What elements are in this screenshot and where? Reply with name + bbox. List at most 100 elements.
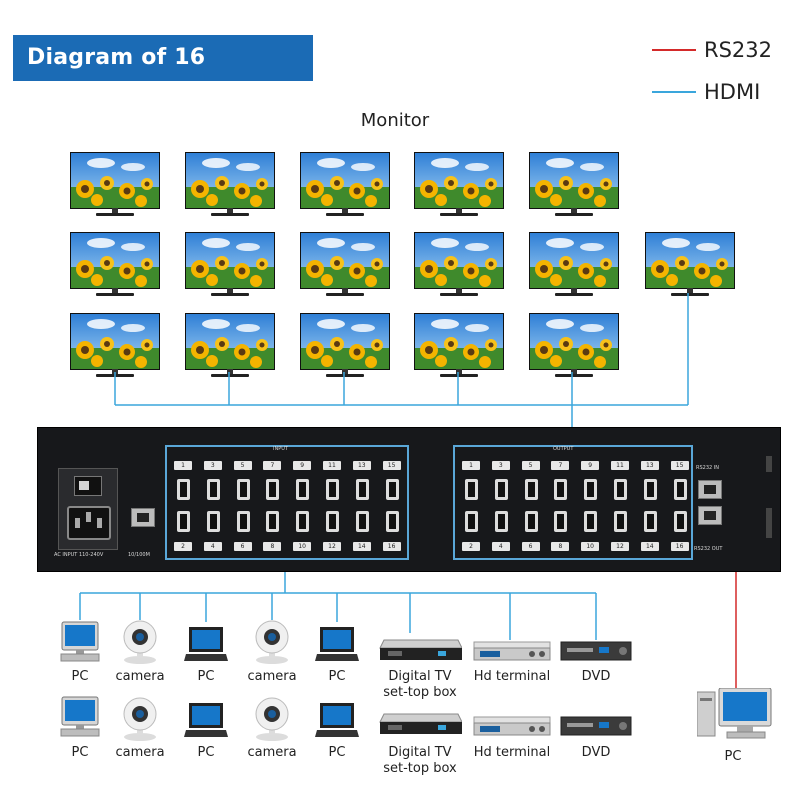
monitor-11	[645, 232, 735, 300]
camera-icon	[120, 697, 160, 746]
monitor-6	[70, 232, 160, 300]
monitor-screen	[70, 313, 160, 370]
output-port-label-3: 3	[491, 461, 510, 470]
output-hdmi-port-11[interactable]	[614, 479, 627, 500]
input-port-label-11: 11	[323, 461, 341, 470]
power-label: AC INPUT 110-240V	[54, 552, 104, 558]
monitor-screen	[185, 232, 275, 289]
hd-terminal-icon	[472, 640, 552, 669]
output-hdmi-port-16[interactable]	[673, 511, 687, 532]
monitor-screen	[300, 313, 390, 370]
output-port-label-7: 7	[551, 461, 570, 470]
input-port-label-16: 16	[382, 542, 401, 551]
output-port-label-10: 10	[581, 542, 600, 551]
monitor-screen	[70, 152, 160, 209]
input-hdmi-port-11[interactable]	[326, 479, 339, 500]
input-hdmi-port-16[interactable]	[385, 511, 399, 532]
input-hdmi-port-9[interactable]	[296, 479, 310, 500]
output-port-label-11: 11	[611, 461, 629, 470]
input-hdmi-port-7[interactable]	[266, 479, 280, 500]
input-hdmi-port-1[interactable]	[177, 479, 190, 500]
input-port-label-5: 5	[233, 461, 252, 470]
legend-rs232-line	[652, 49, 696, 51]
input-hdmi-port-6[interactable]	[236, 511, 250, 532]
camera-icon	[252, 620, 292, 669]
input-port-label-9: 9	[293, 461, 312, 470]
control-pc-icon	[696, 687, 773, 745]
output-hdmi-port-8[interactable]	[554, 511, 568, 532]
input-port-label-14: 14	[352, 542, 371, 551]
network-port[interactable]	[131, 508, 155, 527]
monitor-screen	[645, 232, 735, 289]
rs232-out-port[interactable]	[698, 506, 722, 525]
input-hdmi-port-15[interactable]	[385, 479, 399, 500]
output-hdmi-port-7[interactable]	[554, 479, 568, 500]
source-label: Hd terminal	[473, 745, 551, 760]
monitor-screen	[529, 232, 619, 289]
power-switch[interactable]	[74, 476, 102, 496]
output-hdmi-port-1[interactable]	[465, 479, 478, 500]
settop-box-icon	[378, 638, 463, 669]
output-hdmi-port-13[interactable]	[643, 479, 657, 500]
output-port-label-14: 14	[640, 542, 659, 551]
output-hdmi-port-10[interactable]	[584, 511, 598, 532]
source-label: PC	[197, 669, 215, 684]
input-hdmi-port-8[interactable]	[266, 511, 280, 532]
input-port-label-1: 1	[174, 461, 192, 470]
output-hdmi-port-6[interactable]	[524, 511, 538, 532]
output-port-label-6: 6	[521, 542, 540, 551]
source-label: camera	[115, 745, 165, 760]
source-label: camera	[115, 669, 165, 684]
rs232-in-label: RS232 IN	[696, 465, 719, 471]
monitor-9	[414, 232, 504, 300]
rs232-in-port[interactable]	[698, 480, 722, 499]
input-hdmi-port-2[interactable]	[177, 511, 190, 532]
monitor-screen	[300, 152, 390, 209]
monitor-7	[185, 232, 275, 300]
output-hdmi-port-14[interactable]	[643, 511, 657, 532]
output-hdmi-port-9[interactable]	[584, 479, 598, 500]
monitor-2	[185, 152, 275, 220]
output-title: OUTPUT	[553, 446, 574, 452]
output-port-label-15: 15	[670, 461, 689, 470]
input-port-label-2: 2	[174, 542, 192, 551]
input-hdmi-port-5[interactable]	[236, 479, 250, 500]
output-port-label-1: 1	[462, 461, 480, 470]
output-port-label-16: 16	[670, 542, 689, 551]
input-hdmi-port-10[interactable]	[296, 511, 310, 532]
output-hdmi-port-4[interactable]	[494, 511, 508, 532]
output-hdmi-port-12[interactable]	[614, 511, 627, 532]
source-label: PC	[197, 745, 215, 760]
monitor-5	[529, 152, 619, 220]
camera-icon	[252, 697, 292, 746]
input-hdmi-port-3[interactable]	[206, 479, 220, 500]
monitor-screen	[185, 152, 275, 209]
network-label: 10/100M	[128, 552, 150, 558]
output-hdmi-port-3[interactable]	[494, 479, 508, 500]
input-hdmi-port-4[interactable]	[206, 511, 220, 532]
monitor-14	[300, 313, 390, 381]
input-hdmi-port-13[interactable]	[355, 479, 369, 500]
output-hdmi-port-15[interactable]	[673, 479, 687, 500]
dvd-icon	[559, 715, 633, 742]
legend-hdmi-line	[652, 91, 696, 93]
source-label: Digital TV set-top box	[383, 669, 457, 700]
monitor-screen	[70, 232, 160, 289]
input-hdmi-port-14[interactable]	[355, 511, 369, 532]
pc-icon	[58, 695, 102, 744]
output-port-label-2: 2	[462, 542, 480, 551]
output-port-label-8: 8	[551, 542, 570, 551]
source-label: DVD	[581, 669, 611, 684]
rs232-out-label: RS232 OUT	[694, 546, 723, 552]
output-port-label-9: 9	[581, 461, 600, 470]
input-hdmi-port-12[interactable]	[326, 511, 339, 532]
monitor-16	[529, 313, 619, 381]
input-port-label-8: 8	[263, 542, 282, 551]
output-hdmi-port-2[interactable]	[465, 511, 478, 532]
output-hdmi-port-5[interactable]	[524, 479, 538, 500]
source-label: Digital TV set-top box	[383, 745, 457, 776]
hd-terminal-icon	[472, 715, 552, 744]
input-port-label-6: 6	[233, 542, 252, 551]
